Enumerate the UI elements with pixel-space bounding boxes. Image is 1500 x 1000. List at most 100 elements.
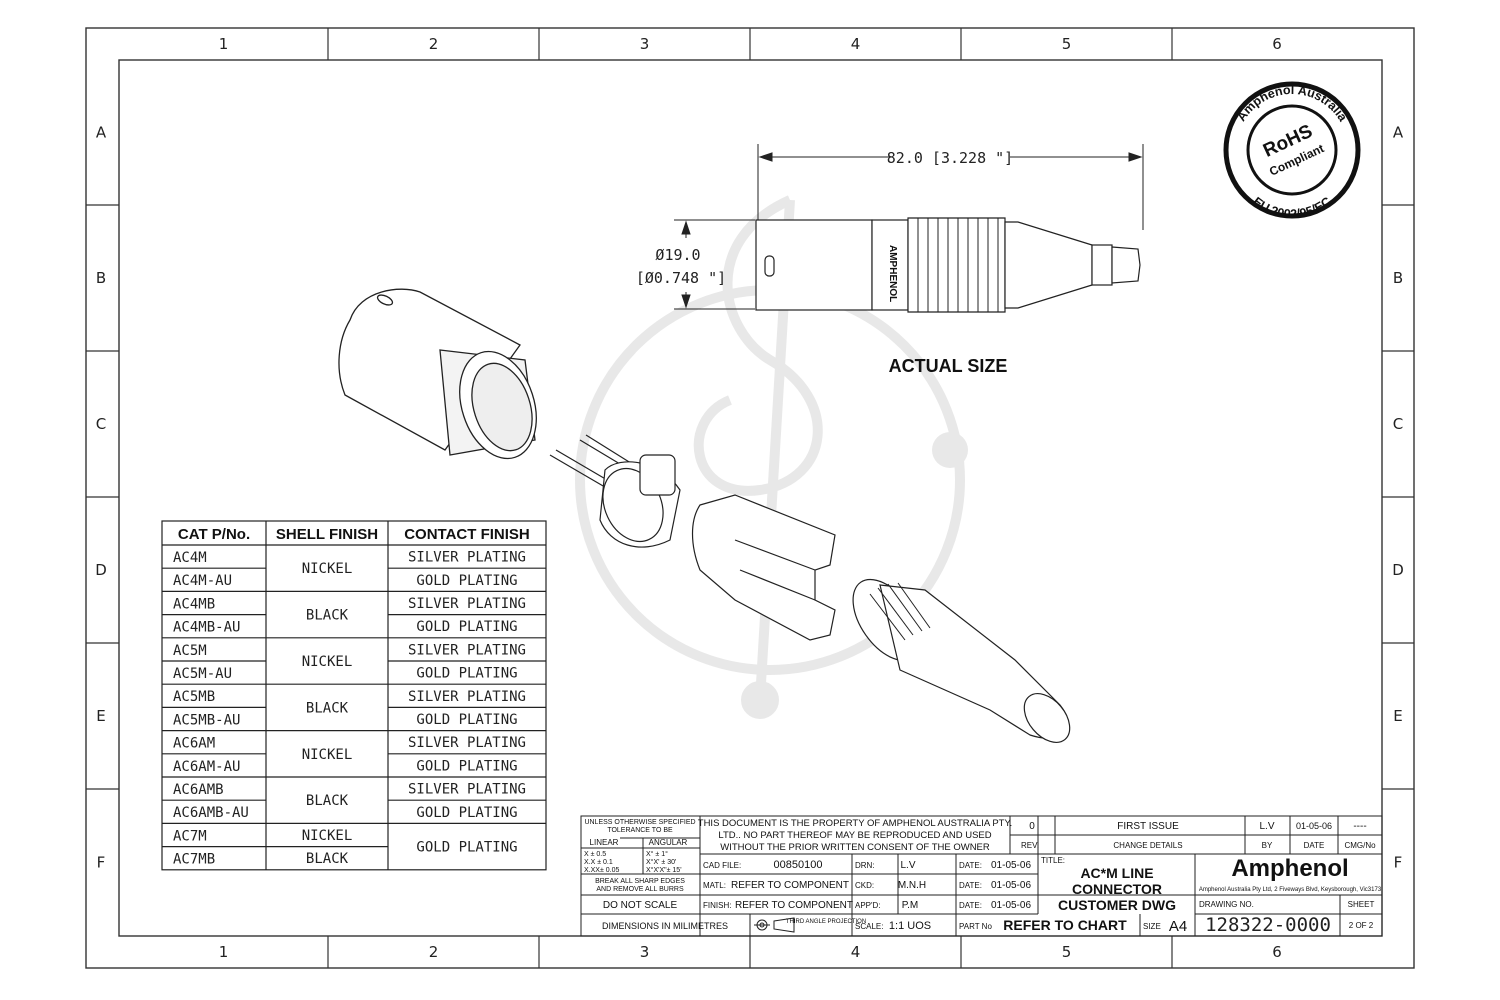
finish-label: FINISH: (703, 901, 731, 910)
do-not-scale-note: DO NOT SCALE (603, 900, 678, 911)
frame-row-label-left: B (96, 269, 106, 287)
seal-lower-text: EU 2002/95/EC (1250, 194, 1333, 221)
parts-table-contact-cell: SILVER PLATING (408, 782, 526, 798)
cad-file-value: 00850100 (774, 859, 823, 871)
date-label-2: DATE: (959, 881, 982, 890)
parts-table-part-cell: AC6AM (173, 736, 215, 752)
parts-table-part-cell: AC6AMB-AU (173, 805, 249, 821)
frame-row-label-right: D (1392, 561, 1404, 579)
parts-table-header-cell: CAT P/No. (178, 526, 250, 543)
frame-col-label-bottom: 3 (640, 943, 650, 961)
drawing-no-value: 128322-0000 (1205, 914, 1331, 936)
change-details-label: CHANGE DETAILS (1113, 841, 1182, 850)
seal-lower-text-path: EU 2002/95/EC (1250, 194, 1333, 221)
parts-table-shell-cell: NICKEL (302, 561, 353, 577)
parts-table-shell-cell: BLACK (306, 793, 349, 809)
frame-zone-dividers (86, 28, 1414, 968)
part-no-label: PART No (959, 922, 992, 931)
parts-table-part-cell: AC7M (173, 828, 207, 844)
drn-value: L.V (900, 860, 915, 871)
frame-row-label-right: B (1393, 269, 1403, 287)
parts-table-shell-cell: BLACK (306, 700, 349, 716)
parts-table-shell-cell: NICKEL (302, 828, 353, 844)
parts-table-part-cell: AC7MB (173, 852, 215, 868)
drawing-title-1: AC*M LINE (1080, 865, 1153, 881)
property-notice-1: THIS DOCUMENT IS THE PROPERTY OF AMPHENO… (698, 818, 1012, 829)
frame-row-label-left: E (96, 707, 105, 725)
frame-row-label-left: F (97, 854, 106, 872)
frame-col-label-top: 1 (219, 35, 229, 53)
part-no-value: REFER TO CHART (1003, 917, 1127, 933)
finish-value: REFER TO COMPONENT (735, 900, 853, 911)
cmg-label: CMG/No (1344, 841, 1376, 850)
parts-table-part-cell: AC5MB (173, 689, 215, 705)
parts-table-shell-cell: BLACK (306, 851, 349, 867)
sheet-label: SHEET (1348, 900, 1375, 909)
exploded-shell (338, 288, 537, 460)
frame-col-label-top: 2 (429, 35, 439, 53)
parts-table-contact-cell: SILVER PLATING (408, 596, 526, 612)
seal-outer-text-path: Amphenol Australia (1234, 83, 1350, 125)
parts-table-part-cell: AC6AMB (173, 782, 224, 798)
frame-row-label-left: C (96, 415, 106, 433)
diameter-dimension (674, 219, 755, 310)
rev-date-value: 01-05-06 (1296, 821, 1332, 831)
parts-table-part-cell: AC6AM-AU (173, 759, 240, 775)
date-label-3: DATE: (959, 901, 982, 910)
exploded-pin-insert (549, 434, 681, 548)
frame-row-label-right: A (1393, 124, 1404, 142)
parts-table-shell-cell: NICKEL (302, 654, 353, 670)
scale-label: SCALE: (855, 922, 883, 931)
parts-table-contact-cell: GOLD PLATING (416, 573, 517, 589)
frame-col-label-bottom: 4 (851, 943, 861, 961)
title-block-text: UNLESS OTHERWISE SPECIFIED TOLERANCE TO … (584, 818, 1382, 936)
parts-table-contact-cell: GOLD PLATING (416, 840, 517, 856)
date-value-2: 01-05-06 (991, 880, 1031, 891)
size-value: A4 (1169, 918, 1187, 935)
drawing-no-label: DRAWING NO. (1199, 900, 1254, 909)
frame-row-label-right: F (1394, 854, 1403, 872)
parts-table-header-cell: CONTACT FINISH (404, 526, 530, 543)
title-block (580, 815, 1383, 937)
title-label: TITLE: (1041, 856, 1065, 865)
parts-table-part-cell: AC4MB-AU (173, 620, 240, 636)
parts-table-part-cell: AC5M (173, 643, 207, 659)
matl-label: MATL: (703, 881, 726, 890)
parts-table-contact-cell: SILVER PLATING (408, 642, 526, 658)
property-notice-3: WITHOUT THE PRIOR WRITTEN CONSENT OF THE… (720, 842, 990, 853)
rev-cmg-value: ---- (1353, 821, 1366, 832)
size-label: SIZE (1143, 922, 1161, 931)
parts-table-shell-cell: BLACK (306, 608, 349, 624)
burrs-note-2: AND REMOVE ALL BURRS (596, 886, 684, 893)
frame-row-label-right: C (1393, 415, 1403, 433)
matl-value: REFER TO COMPONENT (731, 880, 849, 891)
first-issue-text: FIRST ISSUE (1117, 821, 1179, 832)
linear-label: LINEAR (590, 838, 619, 847)
appd-value: P.M (902, 900, 919, 911)
parts-table-border (161, 520, 547, 871)
parts-table-contact-cell: SILVER PLATING (408, 689, 526, 705)
tolerance-angular-1: X° ± 1° (646, 850, 668, 858)
parts-table-contact-cell: GOLD PLATING (416, 758, 517, 774)
drn-label: DRN: (855, 861, 875, 870)
parts-table-contact-cell: SILVER PLATING (408, 735, 526, 751)
connector-side-view (755, 217, 1141, 313)
parts-table-part-cell: AC4M (173, 550, 207, 566)
frame-col-label-top: 6 (1272, 35, 1282, 53)
parts-table-contact-cell: GOLD PLATING (416, 805, 517, 821)
actual-size-label: ACTUAL SIZE (889, 356, 1008, 376)
length-dimension (757, 144, 1144, 230)
date-column-label: DATE (1304, 841, 1325, 850)
frame-row-label-right: E (1393, 707, 1402, 725)
dimensions-note: DIMENSIONS IN MILIMETRES (602, 921, 728, 931)
cad-file-label: CAD FILE: (703, 861, 741, 870)
projection-symbol (754, 917, 795, 933)
frame-col-label-bottom: 5 (1062, 943, 1072, 961)
parts-table-contact-cell: GOLD PLATING (416, 666, 517, 682)
length-dimension-text: 82.0 [3.228 "] (887, 149, 1013, 167)
parts-table-contact-cell: SILVER PLATING (408, 550, 526, 566)
tolerance-title-1: UNLESS OTHERWISE SPECIFIED (584, 819, 695, 826)
connector-brand-label: AMPHENOL (887, 245, 898, 302)
